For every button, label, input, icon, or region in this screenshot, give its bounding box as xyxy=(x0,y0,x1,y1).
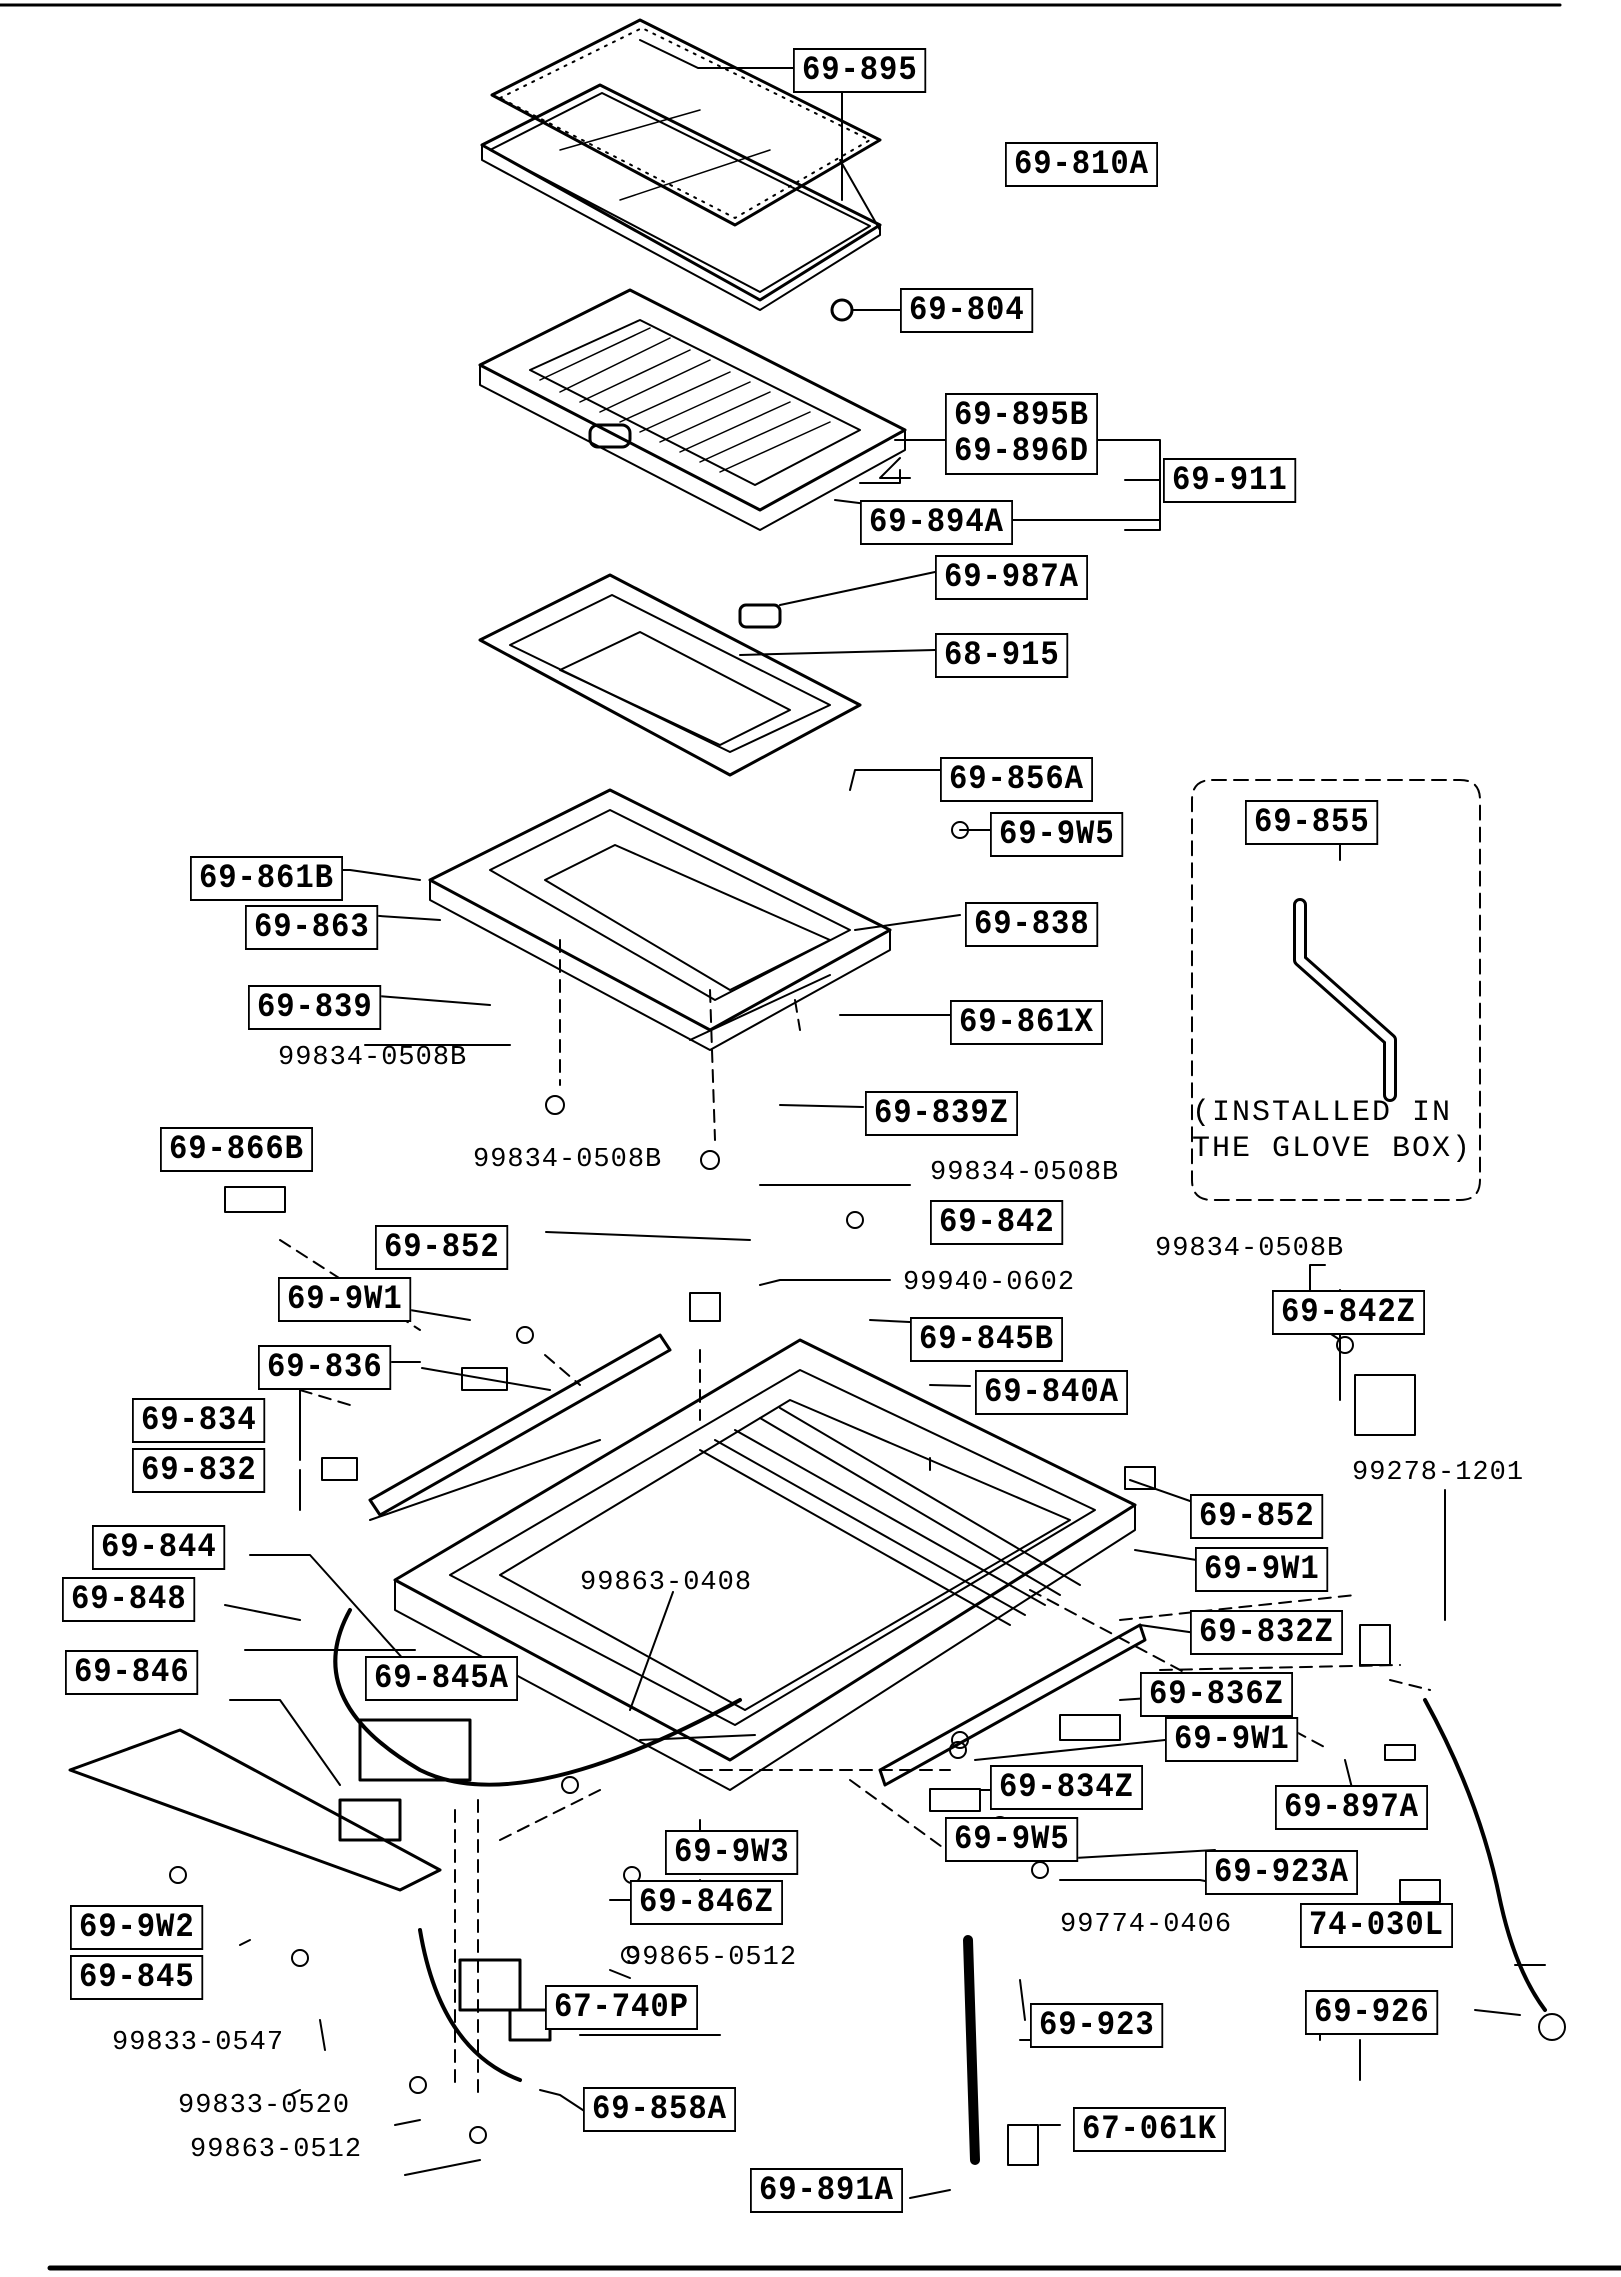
glass-panel-drawing xyxy=(480,18,882,311)
label-69-810A: 69-810A xyxy=(1005,142,1158,187)
label-69-9W1-a: 69-9W1 xyxy=(278,1277,412,1322)
label-69-846: 69-846 xyxy=(65,1650,199,1695)
label-69-861X: 69-861X xyxy=(950,1000,1103,1045)
label-67-061K: 67-061K xyxy=(1073,2107,1226,2152)
label-69-897A: 69-897A xyxy=(1275,1785,1428,1830)
label-69-832Z: 69-832Z xyxy=(1190,1610,1343,1655)
label-69-866B: 69-866B xyxy=(160,1127,313,1172)
label-99940-0602: 99940-0602 xyxy=(903,1268,1076,1298)
glove-box-panel xyxy=(1191,779,1481,1201)
label-69-895B: 69-895B 69-896D xyxy=(945,393,1098,476)
label-69-844: 69-844 xyxy=(92,1525,226,1570)
glove-box-note-line1: (INSTALLED IN xyxy=(1192,1096,1453,1130)
label-69-852-a: 69-852 xyxy=(375,1225,509,1270)
label-69-855: 69-855 xyxy=(1245,800,1379,845)
label-69-926: 69-926 xyxy=(1305,1990,1439,2035)
label-69-9W3: 69-9W3 xyxy=(665,1830,799,1875)
label-99863-0512: 99863-0512 xyxy=(190,2135,363,2165)
label-69-804: 69-804 xyxy=(900,288,1034,333)
label-99833-0547: 99833-0547 xyxy=(112,2028,285,2058)
label-69-895B-text: 69-895B xyxy=(954,397,1089,435)
sunshade-drawing xyxy=(478,288,907,531)
label-69-911: 69-911 xyxy=(1163,458,1297,503)
label-69-845: 69-845 xyxy=(70,1955,204,2000)
label-69-836Z: 69-836Z xyxy=(1140,1672,1293,1717)
label-67-740P: 67-740P xyxy=(545,1985,698,2030)
label-68-915: 68-915 xyxy=(935,633,1069,678)
label-69-9W5-b: 69-9W5 xyxy=(945,1817,1079,1862)
label-69-834Z: 69-834Z xyxy=(990,1765,1143,1810)
glove-box-note-line2: THE GLOVE BOX) xyxy=(1192,1132,1473,1166)
label-99833-0520: 99833-0520 xyxy=(178,2091,351,2121)
label-69-848: 69-848 xyxy=(62,1577,196,1622)
label-69-9W5-top: 69-9W5 xyxy=(990,812,1124,857)
rails-drawing xyxy=(368,1333,1147,1787)
label-69-845B: 69-845B xyxy=(910,1317,1063,1362)
label-69-896D-text: 69-896D xyxy=(954,432,1089,471)
label-69-834: 69-834 xyxy=(132,1398,266,1443)
label-69-923A: 69-923A xyxy=(1205,1850,1358,1895)
bolt-69-804 xyxy=(830,298,854,322)
label-69-987A: 69-987A xyxy=(935,555,1088,600)
drive-cables-drawing xyxy=(333,1608,1547,2165)
label-69-832: 69-832 xyxy=(132,1448,266,1493)
label-69-9W1-b: 69-9W1 xyxy=(1195,1547,1329,1592)
fasteners xyxy=(169,821,1566,2166)
label-69-839: 69-839 xyxy=(248,985,382,1030)
label-69-838: 69-838 xyxy=(965,902,1099,947)
housing-frame-drawing xyxy=(369,1338,1137,1791)
label-69-842: 69-842 xyxy=(930,1200,1064,1245)
label-69-923: 69-923 xyxy=(1030,2003,1164,2048)
label-99834-0508B-c: 99834-0508B xyxy=(930,1158,1120,1188)
glove-box-note: (INSTALLED IN THE GLOVE BOX) xyxy=(1192,1095,1472,1167)
label-69-840A: 69-840A xyxy=(975,1370,1128,1415)
label-69-846Z: 69-846Z xyxy=(630,1880,783,1925)
label-69-9W2: 69-9W2 xyxy=(70,1905,204,1950)
label-69-891A: 69-891A xyxy=(750,2168,903,2213)
label-69-856A: 69-856A xyxy=(940,757,1093,802)
label-69-845A: 69-845A xyxy=(365,1656,518,1701)
label-69-836: 69-836 xyxy=(258,1345,392,1390)
lid-frame-drawing xyxy=(428,788,892,1051)
label-69-895: 69-895 xyxy=(793,48,927,93)
label-99834-0508B-d: 99834-0508B xyxy=(1155,1234,1345,1264)
label-69-894A: 69-894A xyxy=(860,500,1013,545)
label-99278-1201: 99278-1201 xyxy=(1352,1458,1525,1488)
label-69-839Z: 69-839Z xyxy=(865,1091,1018,1136)
label-99834-0508B-a: 99834-0508B xyxy=(278,1043,468,1073)
label-69-842Z: 69-842Z xyxy=(1272,1290,1425,1335)
label-69-863: 69-863 xyxy=(245,905,379,950)
label-99863-0408: 99863-0408 xyxy=(580,1568,753,1598)
label-74-030L: 74-030L xyxy=(1300,1903,1453,1948)
label-99865-0512: 99865-0512 xyxy=(625,1943,798,1973)
label-69-861B: 69-861B xyxy=(190,856,343,901)
label-99774-0406: 99774-0406 xyxy=(1060,1910,1233,1940)
frame-68-915-drawing xyxy=(478,573,862,777)
label-69-858A: 69-858A xyxy=(583,2087,736,2132)
label-99834-0508B-b: 99834-0508B xyxy=(473,1145,663,1175)
label-69-852-b: 69-852 xyxy=(1190,1494,1324,1539)
label-69-9W1-c: 69-9W1 xyxy=(1165,1717,1299,1762)
